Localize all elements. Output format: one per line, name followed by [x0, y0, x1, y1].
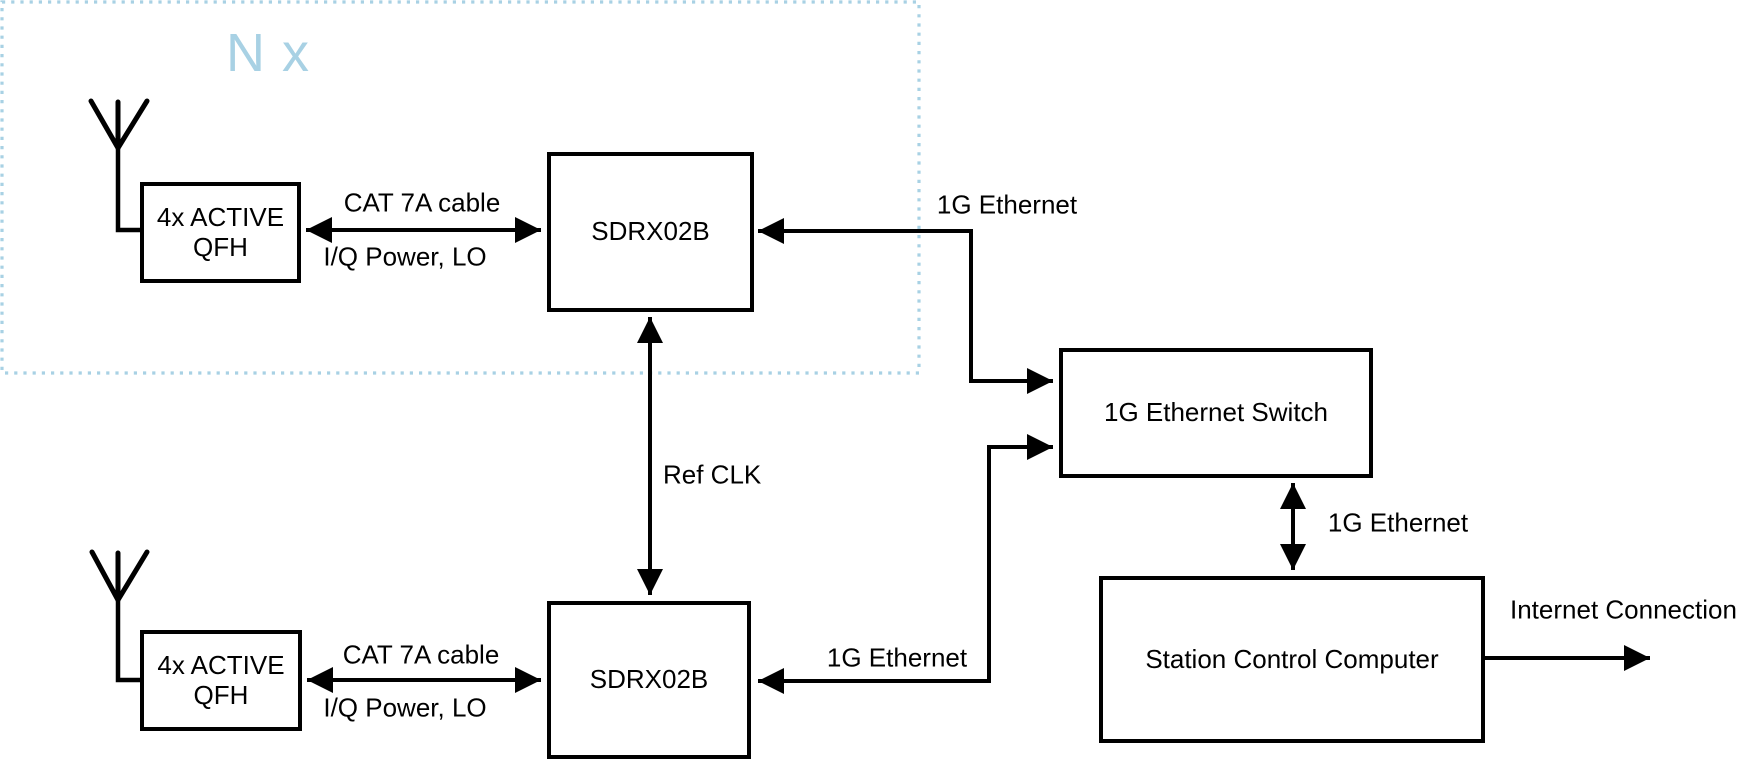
node-label: QFH	[193, 231, 248, 262]
node-qfh-antenna-bottom: 4x ACTIVE QFH	[140, 630, 302, 731]
node-label: 4x ACTIVE	[157, 650, 285, 681]
node-sdrx02b-bottom: SDRX02B	[547, 601, 751, 759]
repeat-count-label: N x	[226, 23, 310, 83]
node-ethernet-switch: 1G Ethernet Switch	[1059, 348, 1373, 478]
edge-label-ref-clk: Ref CLK	[663, 459, 762, 490]
node-label: 4x ACTIVE	[156, 202, 285, 233]
edge-label-iq-power-lo-top: I/Q Power, LO	[323, 241, 487, 272]
node-label: 1G Ethernet Switch	[1104, 397, 1328, 428]
edge-label-iq-power-lo-bottom: I/Q Power, LO	[323, 692, 487, 723]
ethernet-arrow-bottom	[758, 434, 1053, 694]
node-label: QFH	[193, 679, 249, 710]
edge-label-cat7a-cable-top: CAT 7A cable	[343, 187, 501, 218]
antenna-icon	[88, 98, 150, 151]
edge-label-ethernet-top: 1G Ethernet	[936, 189, 1078, 220]
node-sdrx02b-top: SDRX02B	[547, 152, 754, 312]
antenna-feedline	[115, 598, 142, 683]
ethernet-arrow-top	[758, 218, 1053, 394]
node-label: SDRX02B	[591, 216, 710, 247]
edge-label-ethernet-switch-pc: 1G Ethernet	[1327, 507, 1469, 538]
antenna-icon	[89, 549, 150, 603]
node-qfh-antenna-top: 4x ACTIVE QFH	[140, 182, 301, 283]
edge-label-internet-connection: Internet Connection	[1510, 594, 1737, 625]
node-label: SDRX02B	[589, 664, 709, 695]
node-station-control-computer: Station Control Computer	[1099, 576, 1485, 743]
edge-label-cat7a-cable-bottom: CAT 7A cable	[342, 639, 500, 670]
node-label: Station Control Computer	[1145, 643, 1439, 674]
antenna-feedline	[115, 146, 142, 233]
edge-label-ethernet-bottom: 1G Ethernet	[826, 642, 968, 673]
